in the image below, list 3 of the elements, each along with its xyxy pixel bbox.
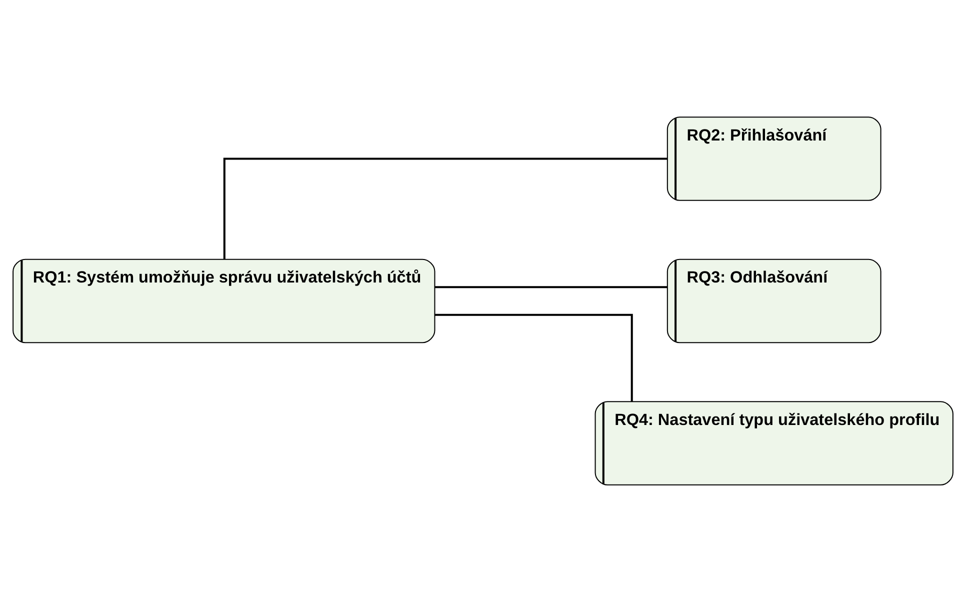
connector <box>434 286 667 288</box>
connector <box>434 313 632 402</box>
connector <box>222 157 667 259</box>
